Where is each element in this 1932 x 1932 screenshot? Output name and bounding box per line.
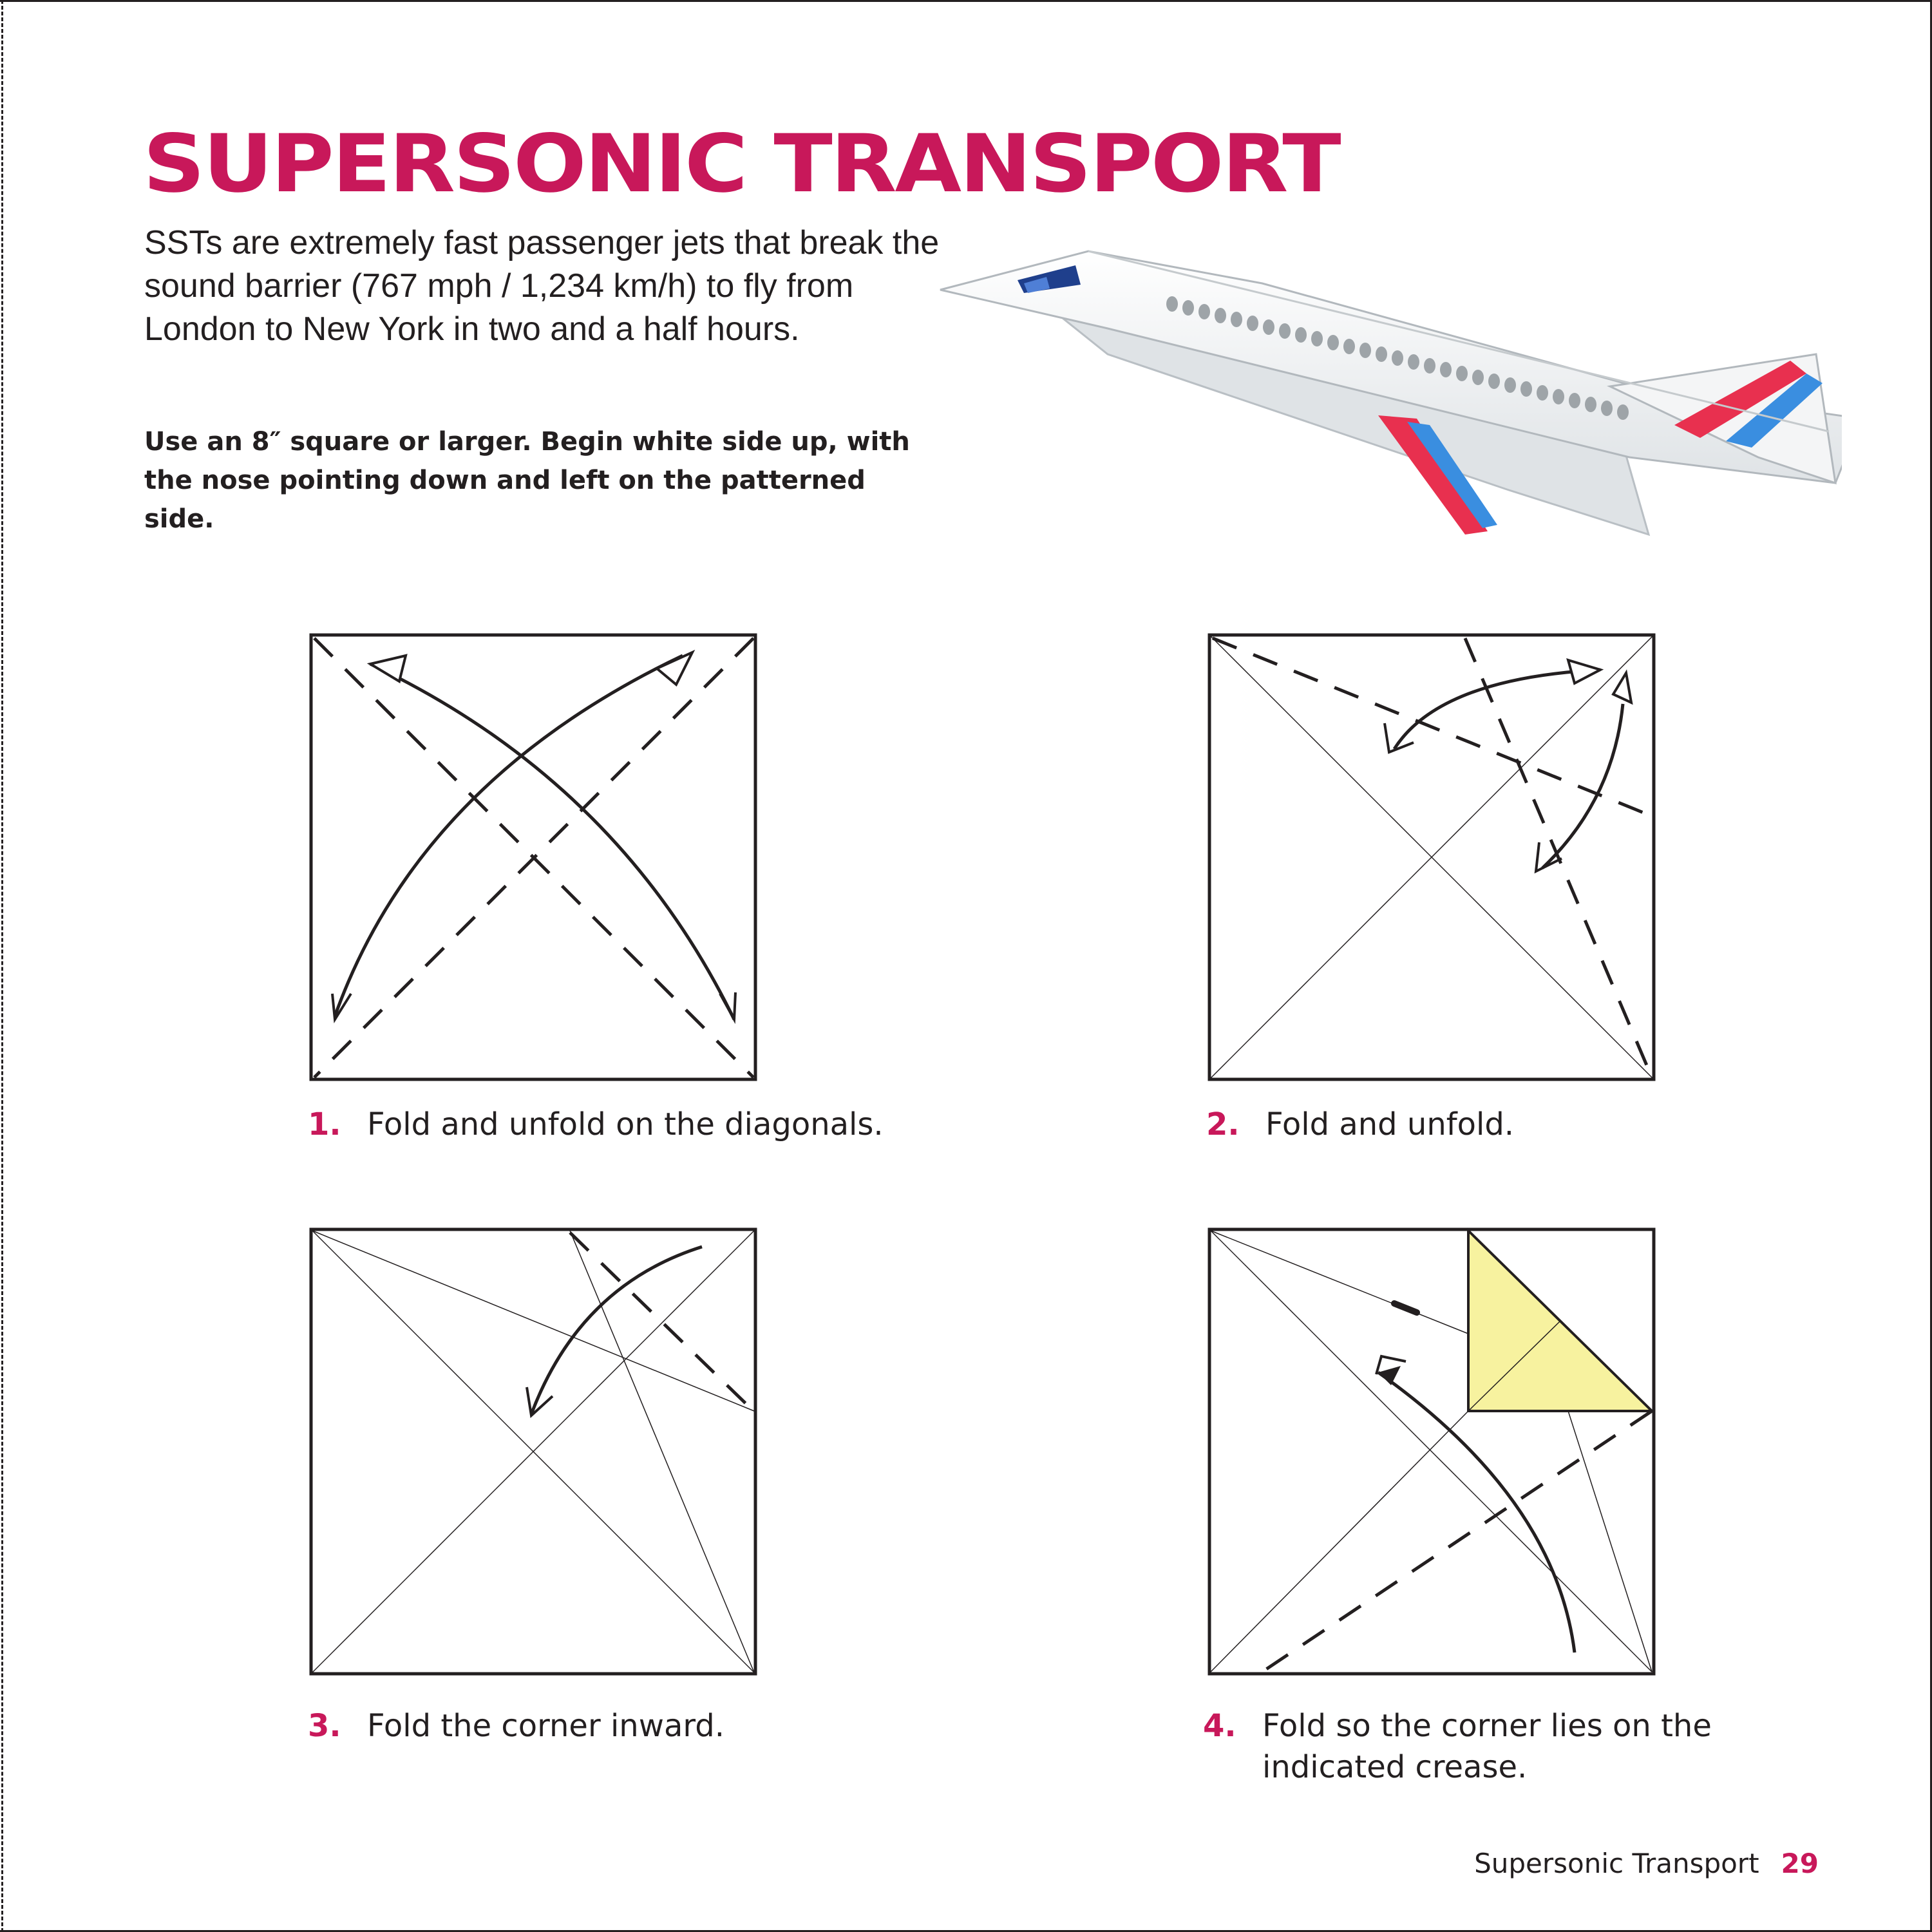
- paper-instruction: Use an 8″ square or larger. Begin white …: [144, 427, 910, 534]
- step-1-diagram: [309, 633, 760, 1084]
- step-3-caption: 3. Fold the corner inward.: [308, 1705, 887, 1747]
- step-4-text: Fold so the corner lies on the indicated…: [1262, 1708, 1712, 1785]
- step-3-diagram: [309, 1227, 760, 1678]
- page-title: SUPERSONIC TRANSPORT: [143, 118, 1341, 211]
- cut-line-dashed: [1, 0, 3, 1932]
- step-3-text: Fold the corner inward.: [367, 1708, 724, 1744]
- step-1-caption: 1. Fold and unfold on the diagonals.: [308, 1104, 887, 1145]
- step-2-diagram: [1208, 633, 1658, 1084]
- sst-plane-illustration: [940, 250, 1842, 536]
- footer-section-title: Supersonic Transport: [1474, 1848, 1759, 1879]
- page-footer: Supersonic Transport 29: [1474, 1846, 1819, 1882]
- step-3-number: 3.: [308, 1708, 341, 1744]
- intro-paragraph: SSTs are extremely fast passenger jets t…: [144, 224, 940, 348]
- step-2-text: Fold and unfold.: [1265, 1106, 1515, 1142]
- step-4-number: 4.: [1203, 1708, 1236, 1744]
- step-1-text: Fold and unfold on the diagonals.: [367, 1106, 884, 1142]
- step-2-number: 2.: [1206, 1106, 1240, 1142]
- step-1-number: 1.: [308, 1106, 341, 1142]
- page-number: 29: [1781, 1848, 1819, 1879]
- step-2-caption: 2. Fold and unfold.: [1206, 1104, 1786, 1145]
- step-4-caption: 4. Fold so the corner lies on the indica…: [1203, 1705, 1783, 1788]
- step-4-diagram: [1208, 1227, 1658, 1678]
